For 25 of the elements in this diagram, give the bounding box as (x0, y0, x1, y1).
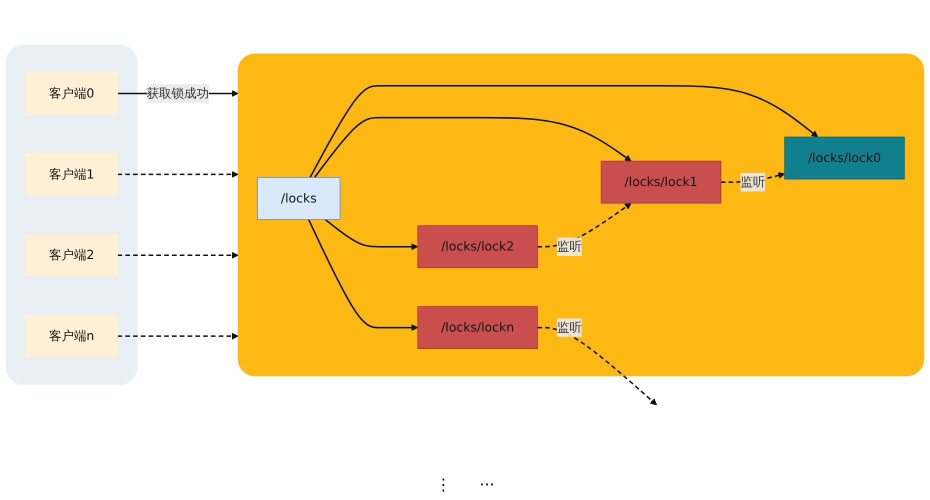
cluster (238, 53, 924, 376)
arrow (314, 116, 632, 178)
node-box: /locks (257, 177, 340, 220)
arrow (537, 326, 657, 406)
cluster (6, 44, 138, 385)
arrow (118, 170, 238, 178)
node-box: 客户端1 (25, 153, 118, 196)
arrow (118, 332, 238, 340)
edge-label: 监听 (556, 238, 582, 254)
node-box: /locks/lockn (417, 306, 538, 349)
arrow (308, 219, 418, 332)
arrow (324, 218, 418, 250)
ellipsis-text: ⋮ (435, 475, 452, 494)
node-box: /locks/lock0 (784, 136, 905, 180)
node-box: 客户端n (25, 314, 118, 358)
node-box: 客户端0 (25, 72, 118, 115)
node-box: /locks/lock1 (600, 160, 722, 204)
ellipsis-text: ··· (479, 475, 495, 494)
edge-label: 获取锁成功 (146, 86, 209, 101)
arrow (309, 84, 818, 178)
node-box: /locks/lock2 (417, 225, 538, 268)
edge-label: 监听 (740, 174, 766, 190)
arrow (118, 252, 238, 259)
edge-label: 监听 (556, 320, 582, 335)
node-box: 客户端2 (25, 234, 118, 277)
